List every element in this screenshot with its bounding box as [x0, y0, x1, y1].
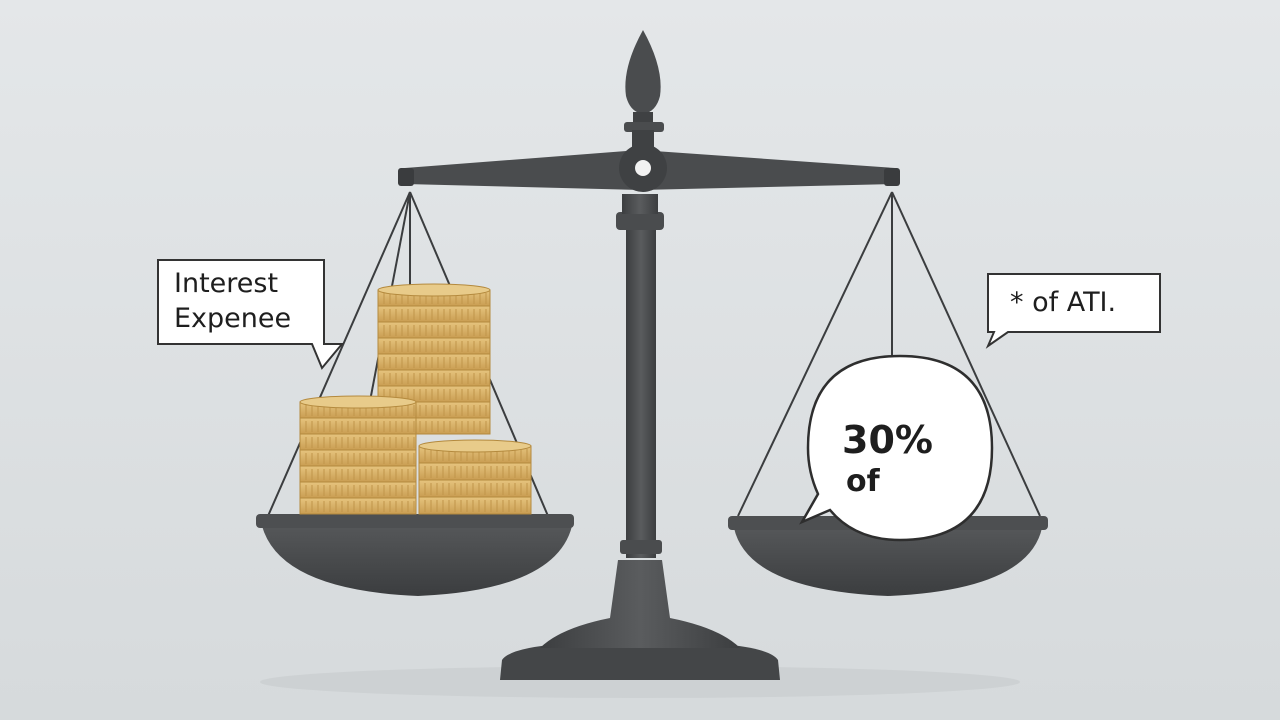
coin [299, 433, 417, 451]
bubble-line2: of [846, 464, 880, 499]
coin [418, 479, 532, 498]
left-callout-line2: Expenee [174, 303, 292, 334]
coin-top [299, 395, 417, 409]
coin [299, 481, 417, 499]
right-callout-box [985, 273, 1161, 349]
coin [299, 449, 417, 467]
coin [418, 496, 532, 515]
coin [377, 305, 491, 323]
coin [377, 369, 491, 387]
speech-bubble-icon [799, 354, 994, 542]
left-callout-box [157, 259, 345, 370]
scale-post [616, 194, 664, 558]
right-callout-text: * of ATI. [1010, 287, 1117, 318]
floor-shadow [260, 666, 1020, 698]
bubble-line1: 30% [842, 418, 933, 462]
coin-top [418, 439, 532, 453]
coin [377, 321, 491, 339]
coin [377, 353, 491, 371]
pivot-icon [635, 160, 651, 176]
scale-beam [398, 144, 900, 192]
right-strings [737, 191, 1041, 517]
coin [299, 465, 417, 483]
coin [377, 337, 491, 355]
coin-stack-icon [299, 283, 532, 515]
scale-finial [624, 30, 664, 150]
coin-top [377, 283, 491, 297]
left-pan [256, 514, 574, 596]
left-callout-line1: Interest [174, 268, 279, 299]
coin [299, 417, 417, 435]
coin [418, 462, 532, 481]
coin [299, 497, 417, 515]
scale-base [500, 560, 780, 680]
